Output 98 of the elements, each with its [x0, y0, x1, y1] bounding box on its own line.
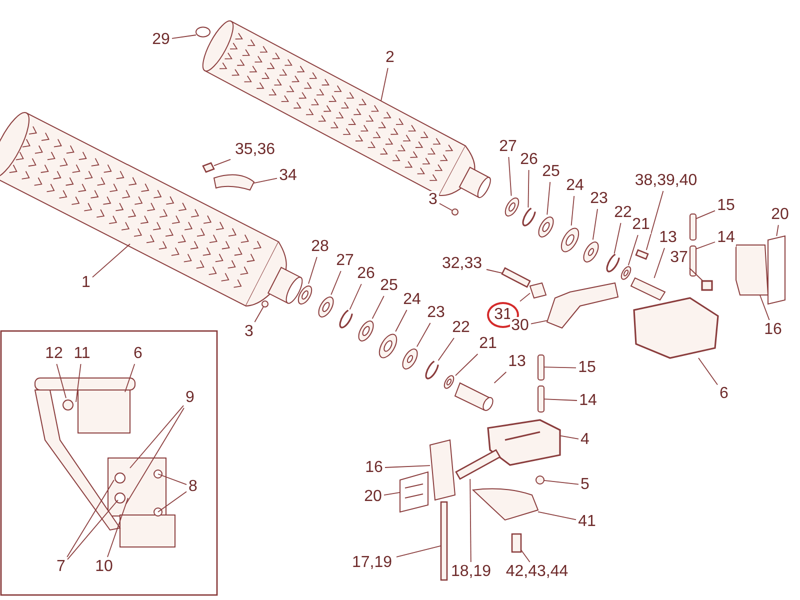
pin — [538, 354, 544, 380]
leader-line — [544, 398, 578, 401]
leader-line — [470, 478, 472, 562]
bolt — [202, 162, 215, 173]
leader-line — [308, 256, 318, 284]
bearing-ring — [504, 198, 520, 216]
mounting-plate — [736, 244, 769, 296]
leader-line — [416, 322, 431, 348]
bearing-ring — [298, 286, 312, 304]
leader-line — [254, 178, 278, 184]
o-ring — [196, 26, 210, 38]
leader-line — [646, 190, 664, 250]
leader-line — [614, 222, 622, 254]
bearing-ring — [560, 228, 580, 252]
leader-line — [126, 408, 184, 504]
leader-line — [520, 549, 530, 562]
bracket-assembly-drawing — [34, 378, 176, 548]
seal-ring — [620, 266, 632, 280]
leader-line — [130, 405, 184, 468]
shaft — [454, 382, 494, 411]
leader-line — [396, 545, 442, 558]
callout-number: 21 — [631, 216, 651, 234]
leader-line — [172, 34, 196, 39]
leader-line — [380, 68, 388, 102]
leader-line — [66, 480, 114, 558]
leader-line — [67, 500, 118, 560]
clamp-plate — [529, 282, 547, 299]
leader-line — [395, 310, 408, 332]
nut — [262, 300, 268, 308]
leader-line — [124, 364, 136, 392]
nut — [452, 208, 458, 216]
circlip — [425, 360, 439, 380]
leader-line — [76, 364, 82, 402]
bolt — [440, 501, 448, 581]
leader-line — [438, 338, 454, 361]
leader-line — [455, 354, 478, 376]
leader-line — [330, 270, 342, 296]
lever-arm — [546, 282, 619, 329]
leader-line — [530, 320, 548, 324]
leader-line — [349, 284, 362, 310]
leader-line — [520, 292, 530, 302]
leader-line — [158, 474, 187, 486]
mounting-plate — [429, 439, 456, 501]
leader-line — [546, 182, 551, 216]
washer — [583, 242, 599, 262]
guard-plate — [472, 488, 538, 520]
callout-number: 14 — [716, 229, 736, 247]
bearing-ring — [378, 334, 398, 358]
bolt — [511, 533, 522, 553]
leader-line — [544, 480, 579, 485]
bracket — [487, 419, 561, 466]
leader-line — [654, 248, 665, 278]
leader-line — [528, 170, 530, 208]
leader-line — [696, 210, 716, 220]
leader-line — [628, 234, 638, 266]
bolt — [635, 249, 649, 260]
circlip — [522, 208, 536, 226]
leader-line — [214, 158, 231, 166]
leader-line — [56, 364, 66, 398]
leader-line — [544, 366, 576, 368]
circlip — [606, 254, 620, 272]
leader-line — [776, 224, 779, 236]
pin — [690, 214, 696, 240]
bearing-ring — [538, 216, 554, 238]
bolt — [455, 449, 501, 480]
seal-ring — [444, 375, 454, 389]
leader-line — [538, 511, 576, 520]
leader-line — [384, 465, 430, 468]
circlip — [339, 310, 353, 328]
leader-line — [372, 296, 384, 320]
shaft — [630, 277, 666, 301]
leader-line — [592, 208, 598, 240]
clamp-block — [701, 280, 713, 291]
leader-line — [254, 306, 264, 322]
cover-plate — [214, 174, 254, 190]
roller — [0, 112, 303, 307]
nut — [536, 476, 544, 484]
bolt — [501, 267, 531, 288]
leader-line — [688, 268, 704, 282]
leader-line — [486, 269, 502, 274]
bearing-ring — [358, 320, 374, 342]
bearing-ring — [318, 296, 334, 318]
leader-line — [494, 372, 507, 384]
leader-line — [698, 358, 718, 386]
pin — [538, 386, 544, 412]
leader-line — [560, 435, 579, 440]
leader-line — [508, 156, 512, 196]
leader-line — [92, 244, 130, 278]
leader-line — [570, 196, 575, 226]
shim-plate — [400, 471, 428, 512]
washer — [402, 348, 418, 370]
leader-line — [384, 492, 400, 496]
leader-line — [759, 294, 770, 320]
leader-line — [107, 498, 128, 558]
shim-plate — [768, 235, 786, 305]
pin — [690, 246, 696, 276]
leader-line — [439, 203, 452, 211]
leader-line — [696, 242, 716, 250]
